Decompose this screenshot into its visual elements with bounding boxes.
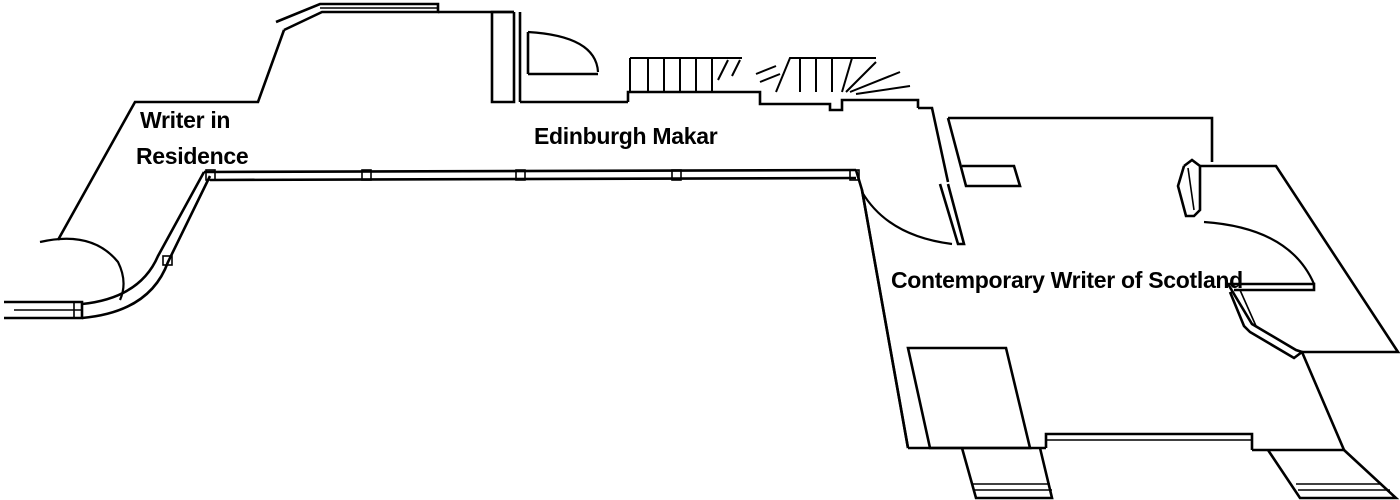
- staircase: [629, 57, 911, 95]
- cws-top-wall: [948, 116, 1214, 162]
- gallery-wall: [203, 168, 860, 182]
- gallery-post-3: [515, 169, 526, 181]
- cws-step-left: [960, 447, 1054, 500]
- cws-step-right: [1266, 449, 1400, 500]
- stair-winder-1: [841, 57, 853, 93]
- label-writer-in-residence-line1: Writer in: [140, 107, 230, 133]
- label-edinburgh-makar: Edinburgh Makar: [534, 123, 718, 149]
- stair-break-4: [759, 73, 781, 83]
- stair-winder-4: [855, 85, 911, 95]
- cws-lower-bay-pane: [1239, 289, 1257, 327]
- cws-right-outer: [1200, 164, 1400, 354]
- stair-winder-2: [845, 61, 877, 93]
- label-writer-in-residence-line2: Residence: [136, 143, 248, 169]
- corridor-door-jamb: [938, 183, 966, 246]
- stair-break-1: [717, 59, 729, 81]
- stair-break-3: [755, 65, 777, 75]
- cws-bay-pane: [1187, 167, 1195, 211]
- corridor-door-arc: [861, 191, 953, 246]
- gallery-post-4: [671, 169, 682, 181]
- cws-left-upper: [946, 117, 1022, 188]
- gallery-post-1: [205, 169, 216, 181]
- contemporary-writer-room: [860, 116, 1400, 500]
- cws-right-lower-wall: [1252, 351, 1346, 452]
- cws-left-outer: [860, 189, 910, 449]
- makar-partition: [490, 10, 516, 104]
- corridor-right-wall: [918, 106, 950, 183]
- wir-entrance-door-arc: [39, 237, 125, 301]
- cws-lower-bay: [1226, 283, 1305, 360]
- stair-landing: [626, 90, 920, 112]
- stair-winder-3: [849, 71, 901, 93]
- cws-right-door-arc: [1203, 220, 1316, 285]
- cws-right-door-frame: [1228, 282, 1316, 292]
- cws-right-bay: [1176, 158, 1202, 218]
- gallery-post-5: [849, 169, 860, 181]
- wir-column: [162, 255, 173, 266]
- label-contemporary-writer-of-scotland: Contemporary Writer of Scotland: [891, 267, 1243, 293]
- gallery-wall-bottom: [209, 176, 857, 182]
- cws-inner-cabinet: [906, 346, 1032, 450]
- stair-right-outline: [775, 57, 876, 93]
- wir-curved-wall-inner: [81, 171, 206, 306]
- cws-bottom-cabinet: [1044, 432, 1254, 450]
- gallery-wall-top: [203, 168, 857, 174]
- writer-in-residence-room: [4, 2, 514, 320]
- wir-outer-wall: [56, 29, 286, 241]
- stair-break-2: [731, 59, 741, 77]
- makar-door-arc: [527, 30, 600, 73]
- gallery-post-2: [361, 169, 372, 181]
- edinburgh-makar-room: [490, 10, 920, 112]
